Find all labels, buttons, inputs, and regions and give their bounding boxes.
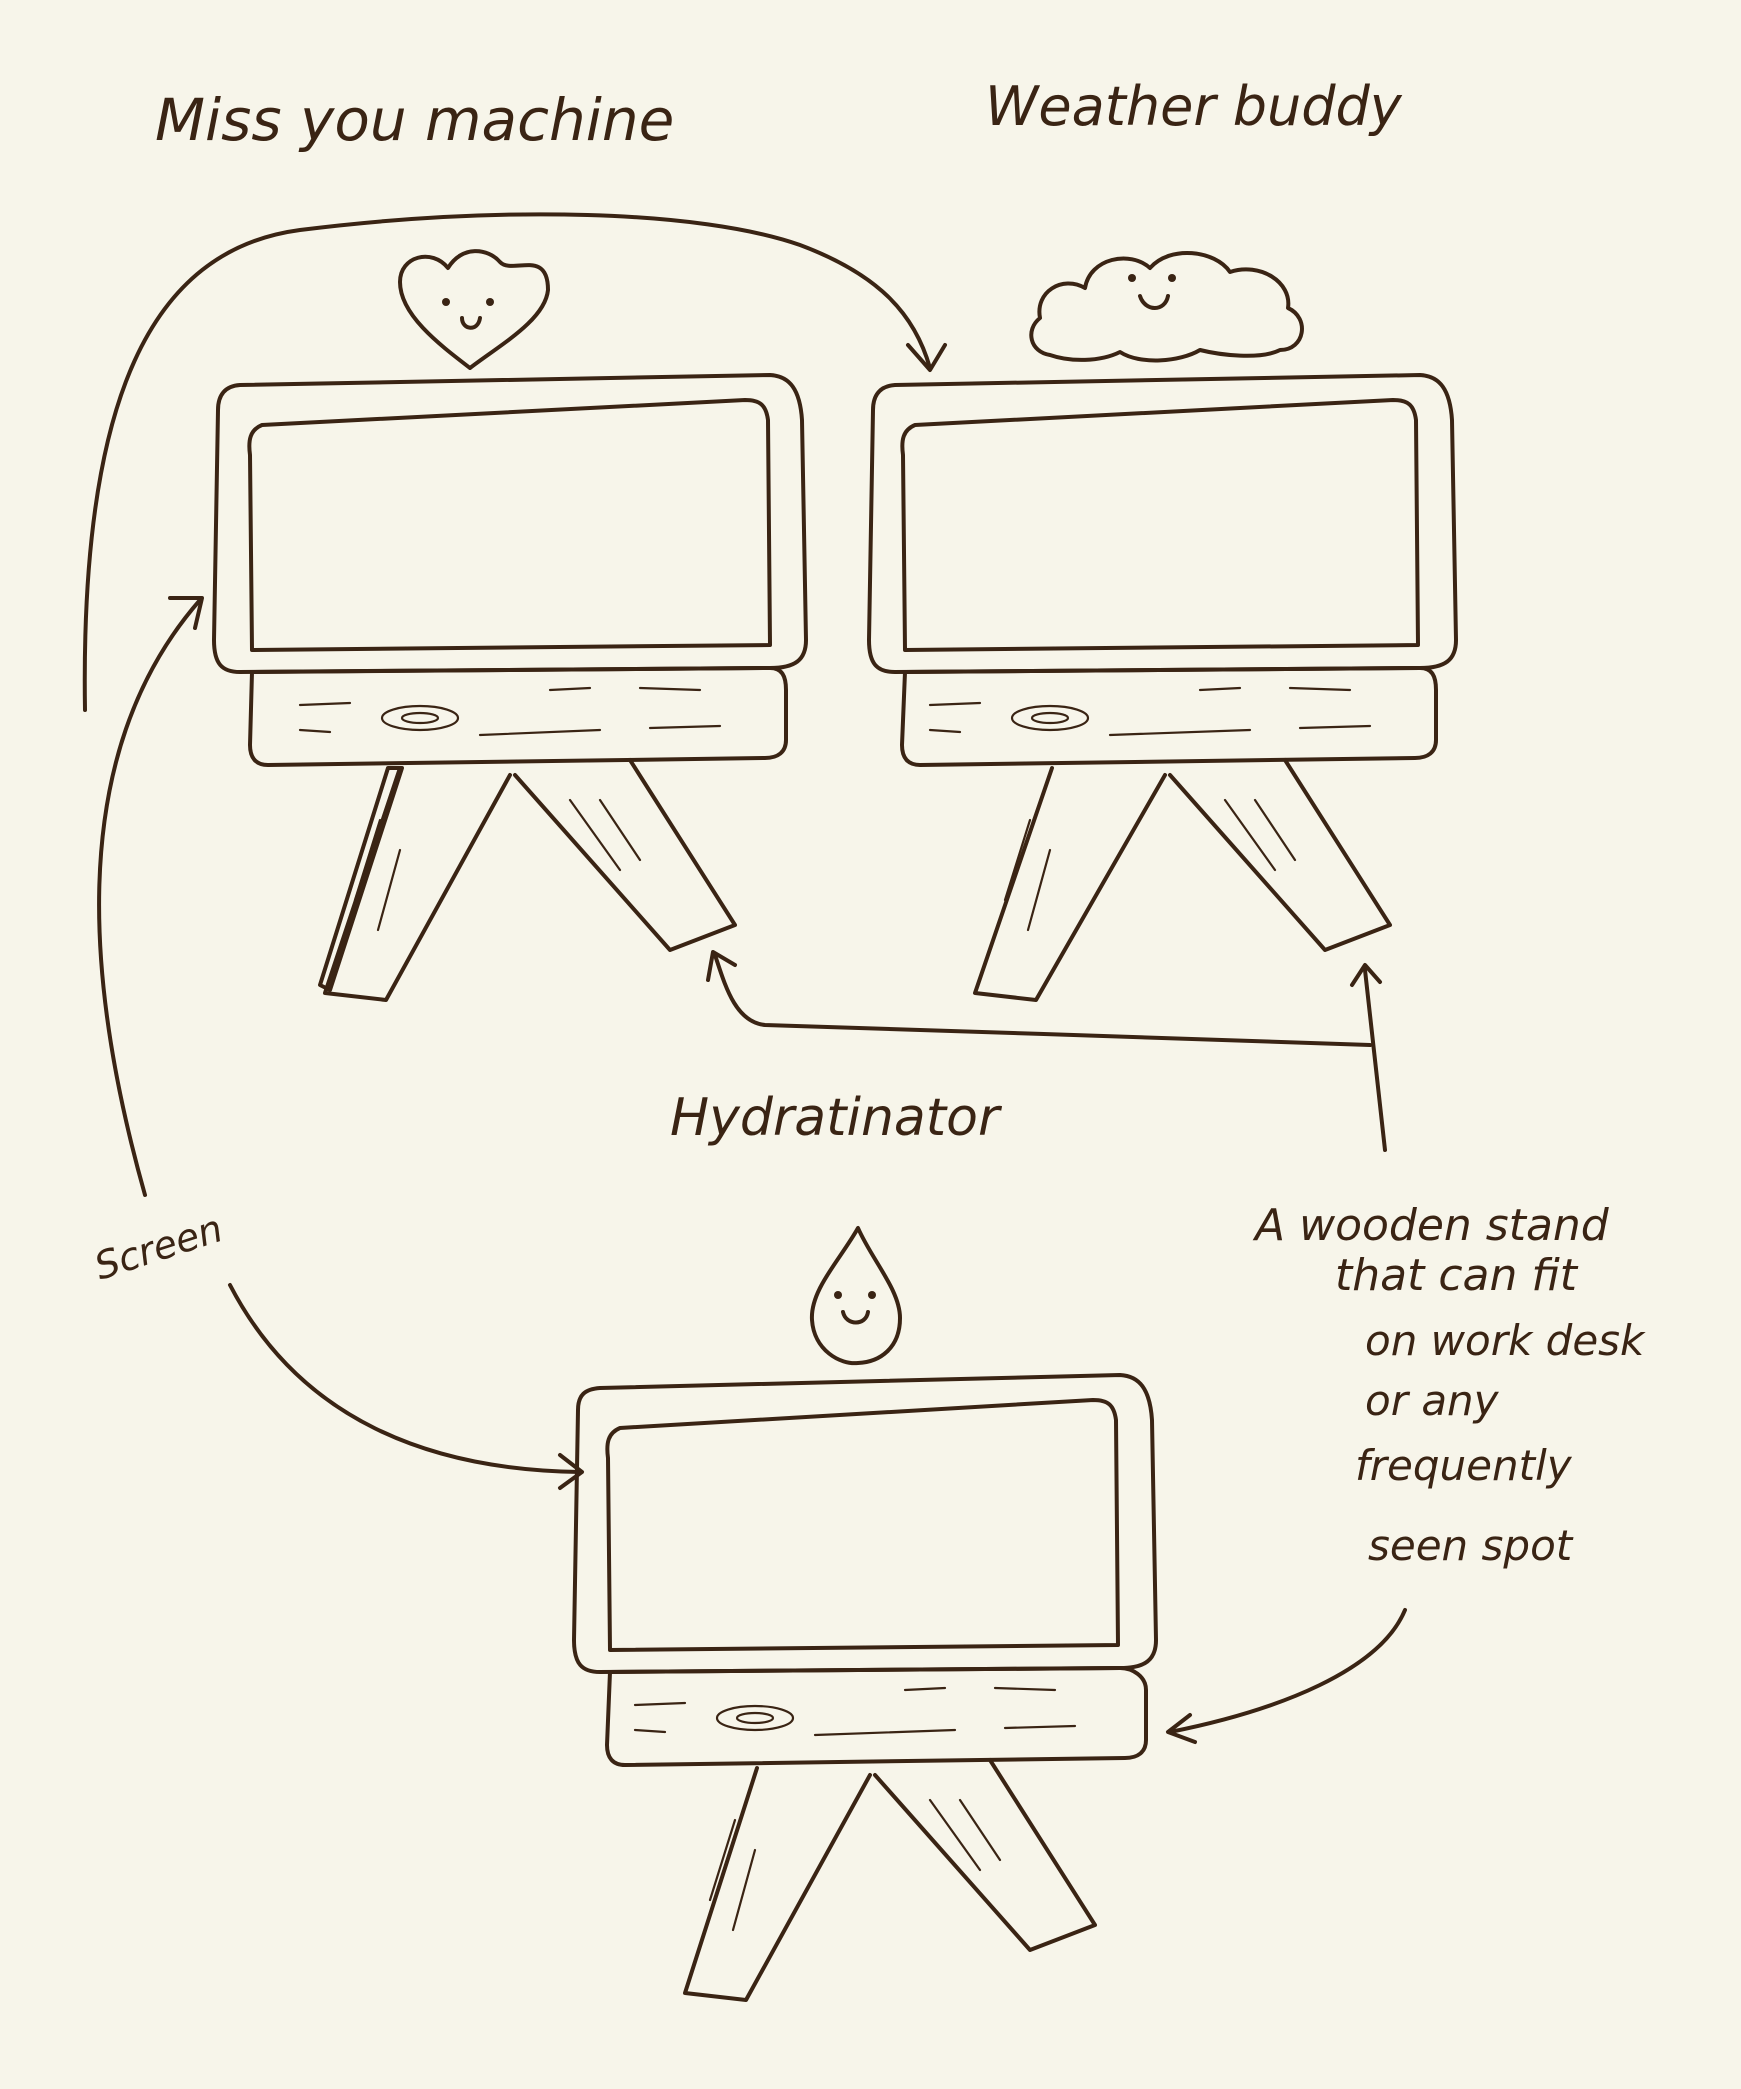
cloud-face-icon [1029,250,1304,363]
arrow-stand-up [1363,968,1387,1152]
arrowhead-screen-bottom [558,1453,584,1490]
arrowhead-stand-up [1350,963,1382,987]
label-stand-line2: that can fit [1335,1250,1579,1301]
heart-face-icon [398,249,550,370]
title-hydratinator: Hydratinator [670,1088,1003,1148]
device-miss-you-machine [212,249,808,1002]
title-miss-you-machine: Miss you machine [155,86,674,154]
arrow-screen-to-bottom [228,1283,582,1474]
label-stand-line4: or any [1365,1376,1500,1425]
arrowhead-stand-left [706,950,737,982]
arrowhead-stand-bottom [1166,1713,1197,1744]
arrowhead-weather [906,343,947,372]
arrow-arc-to-weather [82,212,932,712]
arrowhead-screen-top [168,596,204,630]
device-hydratinator [572,1226,1158,2002]
device-weather-buddy [867,250,1458,1002]
label-stand-line6: seen spot [1368,1521,1574,1570]
arrow-screen-to-top [97,598,202,1197]
label-stand-line1: A wooden stand [1252,1200,1610,1251]
label-stand-line3: on work desk [1365,1316,1646,1365]
title-weather-buddy: Weather buddy [985,75,1403,138]
arrow-stand-to-bottom [1168,1608,1407,1734]
label-stand-line5: frequently [1355,1441,1573,1490]
water-drop-face-icon [809,1226,902,1366]
arrow-stand-to-left [713,953,1372,1047]
